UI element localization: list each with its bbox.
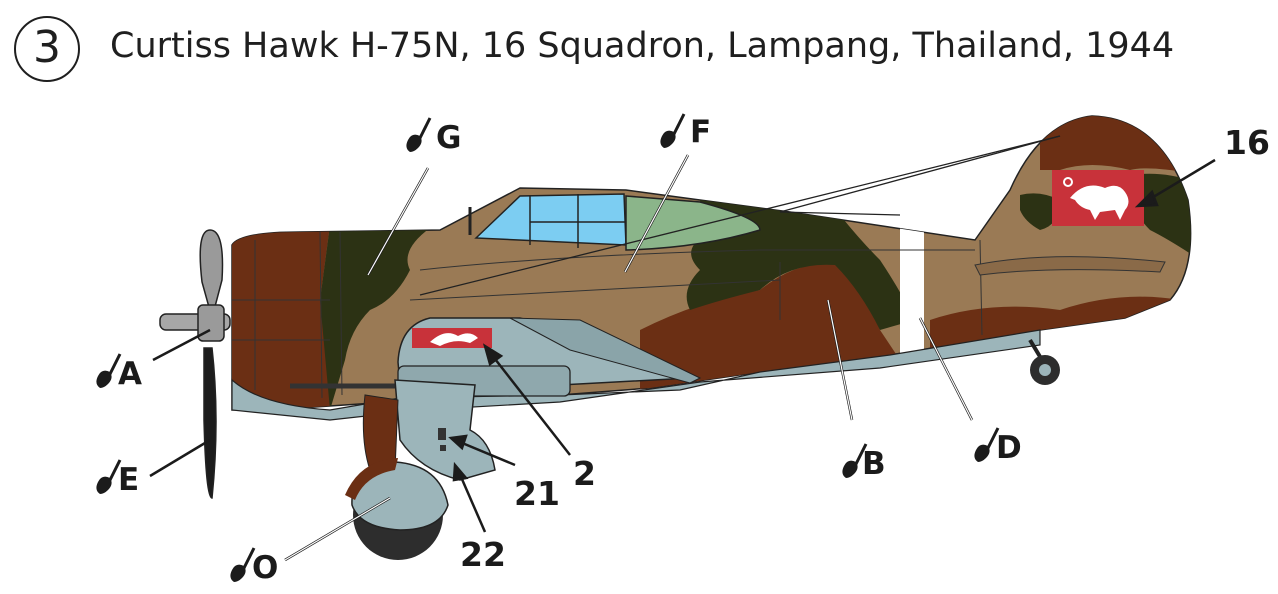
fin-elephant-emblem bbox=[1070, 185, 1129, 220]
propeller-lower-blade bbox=[203, 347, 217, 499]
canopy-glass bbox=[474, 193, 627, 246]
decal-label-16: 16 bbox=[1224, 123, 1270, 162]
decal-label-22: 22 bbox=[460, 535, 506, 574]
wing-flap-vents bbox=[509, 317, 702, 384]
paintbrush-icon bbox=[406, 117, 432, 152]
tail-access-strip bbox=[974, 256, 1166, 276]
callout-label-e: E bbox=[118, 462, 139, 498]
paintbrush-icon bbox=[660, 113, 686, 148]
callout-label-a: A bbox=[118, 356, 142, 392]
callout-label-d: D bbox=[996, 430, 1022, 466]
paintbrush-icon bbox=[974, 427, 1000, 462]
fin-insignia-decal bbox=[1052, 170, 1144, 226]
callout-label-o: O bbox=[252, 550, 278, 586]
tail-wheel-hub bbox=[1039, 364, 1051, 376]
forward-green-patch bbox=[320, 225, 430, 410]
paintbrush-icon bbox=[842, 443, 868, 478]
wheel-cover-brown-edge bbox=[345, 458, 398, 500]
callout-label-b: B bbox=[862, 446, 886, 482]
callout-label-g: G bbox=[436, 120, 461, 156]
propeller bbox=[159, 229, 231, 499]
profile-number: 3 bbox=[33, 22, 61, 73]
decal-label-21: 21 bbox=[514, 474, 560, 513]
profile-number-circle: 3 bbox=[14, 16, 80, 82]
fin-brown-patch bbox=[1040, 116, 1191, 175]
paintbrush-icon bbox=[96, 459, 122, 494]
decal-arrows bbox=[448, 158, 1216, 533]
paintbrush-icon bbox=[96, 353, 122, 388]
decal-label-2: 2 bbox=[573, 454, 596, 493]
main-landing-gear bbox=[345, 379, 496, 560]
paintbrush-icon bbox=[230, 547, 256, 582]
tail-wheel bbox=[1028, 338, 1060, 385]
cowling-brown bbox=[232, 225, 340, 410]
fin-green-patch-lower bbox=[1020, 193, 1060, 230]
wing-elephant-emblem bbox=[430, 333, 478, 346]
stencil-22-mark bbox=[440, 445, 446, 451]
paintbrush-icons bbox=[96, 113, 1000, 582]
stencil-21-mark bbox=[438, 428, 446, 440]
antenna-wires bbox=[419, 135, 1061, 296]
leader-lines-inner bbox=[284, 154, 973, 561]
callout-label-f: F bbox=[690, 114, 711, 150]
profile-title: Curtiss Hawk H-75N, 16 Squadron, Lampang… bbox=[110, 26, 1175, 66]
